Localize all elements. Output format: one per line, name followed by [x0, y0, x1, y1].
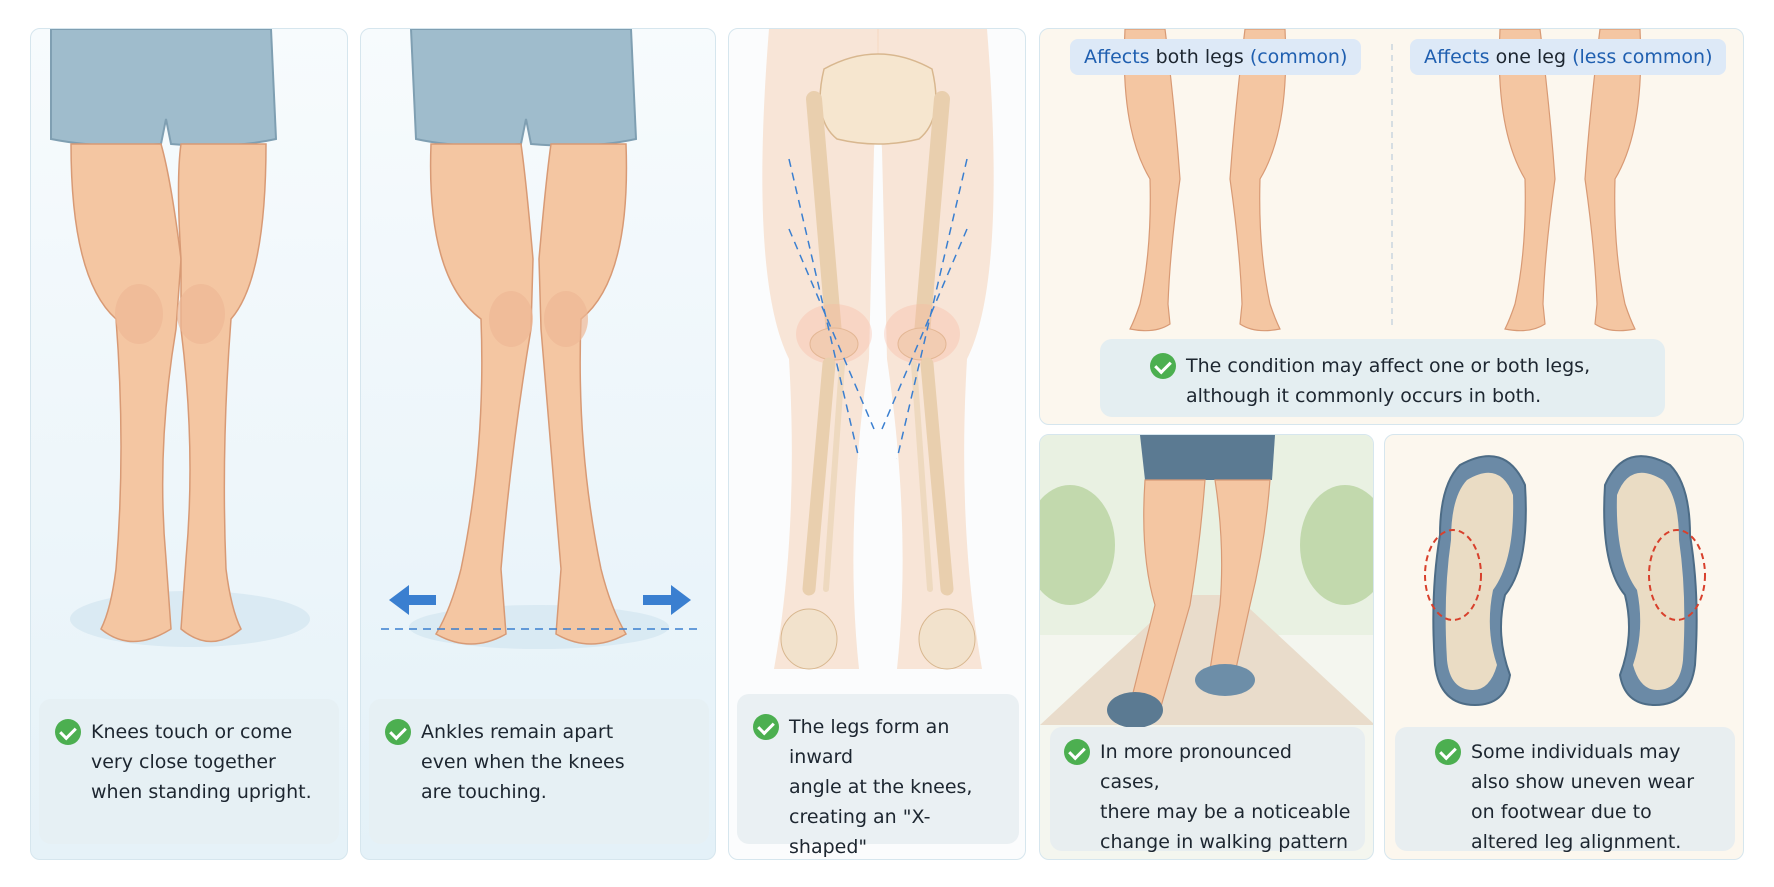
legs-comparison-illustration	[1123, 29, 1642, 332]
walking-illustration	[1040, 435, 1373, 728]
skeleton-illustration	[762, 29, 994, 670]
caption-text: The legs form an inward angle at the kne…	[789, 716, 973, 858]
caption-card: Ankles remain apart even when the knees …	[369, 699, 709, 844]
label-note: (common)	[1249, 46, 1348, 68]
caption-text: In more pronounced cases, there may be a…	[1100, 741, 1351, 853]
check-circle-icon	[1150, 353, 1176, 379]
caption-text: Some individuals may also show uneven we…	[1471, 741, 1695, 853]
arrow-right-icon	[643, 585, 691, 615]
label-affects-one-leg: Affects one leg (less common)	[1410, 39, 1727, 75]
check-circle-icon	[385, 719, 411, 745]
check-circle-icon	[1435, 739, 1461, 765]
panel-ankles-apart: Ankles remain apart even when the knees …	[360, 28, 716, 860]
caption-text: The condition may affect one or both leg…	[1186, 355, 1591, 407]
caption-card: Some individuals may also show uneven we…	[1395, 727, 1735, 853]
caption-card: The legs form an inward angle at the kne…	[737, 694, 1019, 858]
panel-gait: In more pronounced cases, there may be a…	[1039, 434, 1374, 860]
check-circle-icon	[753, 714, 779, 740]
check-circle-icon	[1064, 739, 1090, 765]
panel-one-or-both-legs: Affects both legs (common) Affects one l…	[1039, 28, 1744, 425]
arrow-left-icon	[389, 585, 436, 615]
shoe-soles-illustration	[1424, 455, 1706, 707]
check-circle-icon	[55, 719, 81, 745]
label-note: (less common)	[1572, 46, 1713, 68]
legs-illustration-front	[50, 29, 310, 647]
panel-x-shape: The legs form an inward angle at the kne…	[728, 28, 1026, 860]
panel-shoe-wear: Some individuals may also show uneven we…	[1384, 434, 1744, 860]
caption-card: Knees touch or come very close together …	[39, 699, 339, 844]
label-main: one leg	[1489, 46, 1573, 68]
label-affects-both-legs: Affects both legs (common)	[1070, 39, 1362, 75]
label-main: both legs	[1149, 46, 1250, 68]
label-prefix: Affects	[1084, 46, 1150, 68]
caption-card: The condition may affect one or both leg…	[1100, 339, 1665, 417]
label-prefix: Affects	[1424, 46, 1490, 68]
caption-text: Knees touch or come very close together …	[91, 721, 312, 803]
caption-text: Ankles remain apart even when the knees …	[421, 721, 625, 803]
caption-card: In more pronounced cases, there may be a…	[1050, 727, 1365, 853]
panel-knees-touch: Knees touch or come very close together …	[30, 28, 348, 860]
legs-illustration-ankles	[381, 29, 697, 649]
